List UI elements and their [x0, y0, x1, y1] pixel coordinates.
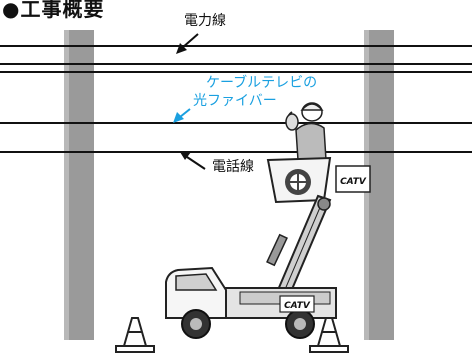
phone-line-arrow [180, 152, 206, 170]
power-line-arrow [176, 33, 199, 54]
aerial-bucket [266, 156, 332, 204]
truck-logo-panel [279, 295, 315, 313]
traffic-cone-left [115, 317, 155, 353]
traffic-cone-right [309, 317, 349, 353]
fiber-label-line2: 光ファイバー [193, 93, 277, 109]
bucket-logo-panel [335, 165, 371, 193]
fiber-label-line1: ケーブルテレビの [206, 75, 318, 91]
power-line-label: 電力線 [184, 13, 226, 29]
worker-figure [285, 102, 327, 161]
phone-line-label: 電話線 [212, 159, 254, 175]
fiber-arrow [173, 108, 191, 123]
bucket-logo-text: CATV [340, 177, 367, 187]
boom-arm [266, 194, 332, 310]
truck-logo-text: CATV [284, 301, 311, 311]
page-title: ●工事概要 [2, 0, 105, 21]
power-lines [0, 45, 472, 73]
